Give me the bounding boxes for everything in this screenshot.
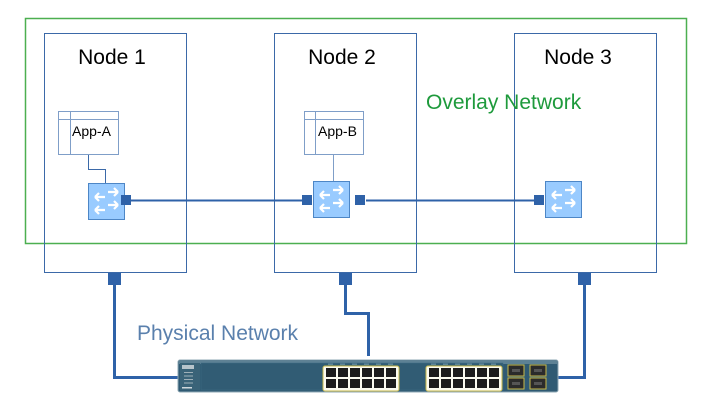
virtual-switch-node-3 bbox=[545, 181, 582, 218]
vswitch-1-port-right bbox=[121, 195, 131, 205]
rj45-port bbox=[477, 379, 487, 388]
virtual-switch-node-1 bbox=[88, 183, 125, 220]
vswitch-2-port-right bbox=[355, 195, 365, 205]
vswitch-3-port-left bbox=[534, 195, 544, 205]
vswitch-body bbox=[545, 181, 582, 218]
rj45-port bbox=[453, 368, 463, 377]
virtual-switch-node-2 bbox=[313, 181, 350, 218]
rj45-port bbox=[489, 368, 499, 377]
node-2-physical-port bbox=[339, 273, 352, 285]
arrows-icon bbox=[319, 185, 344, 213]
node-2-label: Node 2 bbox=[308, 46, 376, 69]
rj45-port bbox=[441, 368, 451, 377]
rj45-port bbox=[362, 379, 372, 388]
vswitch-2-port-left bbox=[302, 195, 312, 205]
rj45-port bbox=[465, 368, 475, 377]
app-a-label: App-A bbox=[72, 123, 112, 139]
rj45-port bbox=[386, 368, 396, 377]
node-1-label: Node 1 bbox=[78, 46, 146, 69]
node-1-box bbox=[44, 33, 187, 273]
rj45-port bbox=[453, 379, 463, 388]
overlay-network-label: Overlay Network bbox=[426, 91, 582, 114]
rj45-port bbox=[374, 368, 384, 377]
vswitch-body bbox=[313, 181, 350, 218]
rj45-port-group-2 bbox=[425, 363, 503, 392]
rj45-port bbox=[477, 368, 487, 377]
physical-switch bbox=[177, 359, 559, 393]
node-2-box bbox=[274, 33, 417, 273]
app-b-container: App-B bbox=[304, 111, 364, 155]
node-3-label: Node 3 bbox=[544, 46, 612, 69]
physical-link-node-3 bbox=[558, 285, 586, 379]
physical-link-node-2 bbox=[344, 285, 370, 356]
rj45-port bbox=[362, 368, 372, 377]
rj45-port-group-1 bbox=[322, 363, 400, 392]
physical-link-node-1 bbox=[113, 285, 178, 379]
node-1-physical-port bbox=[108, 273, 121, 285]
sfp-port-group bbox=[507, 364, 547, 390]
rj45-port bbox=[350, 379, 360, 388]
rj45-port bbox=[465, 379, 475, 388]
rj45-port bbox=[441, 379, 451, 388]
overlay-network-boundary bbox=[24, 17, 688, 245]
app-a-link bbox=[88, 155, 106, 184]
vswitch-body bbox=[88, 183, 125, 220]
app-a-container: App-A bbox=[58, 111, 119, 155]
rj45-port bbox=[429, 379, 439, 388]
rj45-port bbox=[326, 379, 336, 388]
node-3-physical-port bbox=[578, 273, 591, 285]
physical-network-label: Physical Network bbox=[137, 322, 299, 345]
switch-led-display bbox=[182, 365, 194, 369]
arrows-icon bbox=[551, 185, 576, 213]
rj45-port bbox=[374, 379, 384, 388]
node-3-box bbox=[514, 33, 657, 273]
rj45-port bbox=[338, 368, 348, 377]
rj45-port bbox=[489, 379, 499, 388]
rj45-port bbox=[429, 368, 439, 377]
rj45-port bbox=[326, 368, 336, 377]
app-b-label: App-B bbox=[318, 123, 357, 139]
arrows-icon bbox=[94, 187, 119, 215]
rj45-port bbox=[386, 379, 396, 388]
rj45-port bbox=[350, 368, 360, 377]
rj45-port bbox=[338, 379, 348, 388]
